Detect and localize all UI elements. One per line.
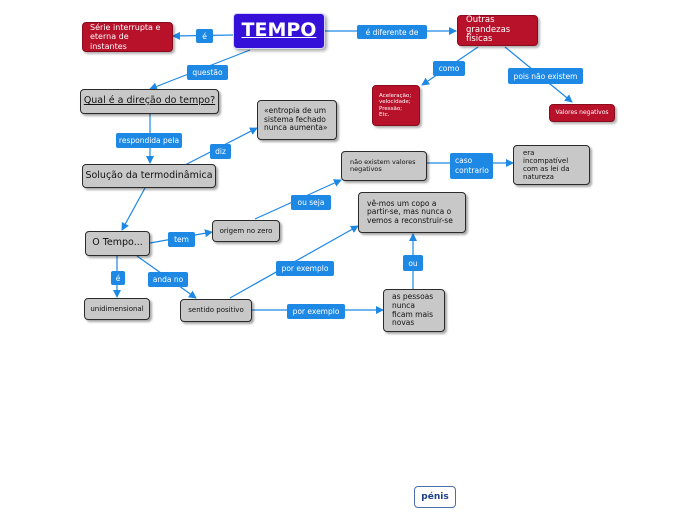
solucao-termodinamica-node[interactable]: Solução da termodinâmica [82,164,216,188]
label-ou: ou [403,255,423,271]
outras-grandezas-node[interactable]: Outras grandezas físicas [457,15,538,46]
label-e-small: é [111,271,125,285]
serie-node[interactable]: Série interrupta e eterna de instantes [82,22,173,52]
label-por-exemplo-1: por exemplo [276,261,334,276]
pessoas-node[interactable]: as pessoas nunca ficam mais novas [383,289,445,332]
label-caso: caso contrario [450,153,493,179]
incompativel-node[interactable]: era incompatível com as lei da natureza [513,145,590,185]
valores-negativos-node[interactable]: Valores negativos [549,104,615,122]
o-tempo-node[interactable]: O Tempo... [85,231,150,256]
sentido-positivo-node[interactable]: sentido positivo [180,299,252,322]
label-por-exemplo-2: por exemplo [287,304,345,319]
label-diz: diz [210,144,231,159]
label-respondida: respondida pela [116,133,182,148]
qual-direcao-node[interactable]: Qual é a direção do tempo? [80,89,219,114]
unidimensional-node[interactable]: unidimensional [84,298,150,320]
nao-existem-node[interactable]: não existem valores negativos [341,151,427,181]
label-e-diferente: é diferente de [357,25,427,39]
copo-node[interactable]: vê-mos um copo a partir-se, mas nunca o … [358,192,466,233]
origem-zero-node[interactable]: origem no zero [212,220,280,242]
label-questao: questão [187,65,228,80]
exemplos-node[interactable]: Aceleração; velocidade; Pressão; Etc. [372,85,420,126]
label-tem: tem [168,232,195,247]
footer-link-button[interactable]: pénis [414,486,456,508]
entropia-node[interactable]: «entropia de um sistema fechado nunca au… [257,100,337,140]
label-ou-seja: ou seja [291,195,331,210]
tempo-title-node[interactable]: TEMPO [233,13,325,49]
label-como: como [433,61,465,76]
label-e-left: é [196,29,213,43]
label-anda: anda no [148,272,188,287]
label-pois: pois não existem [508,68,583,84]
